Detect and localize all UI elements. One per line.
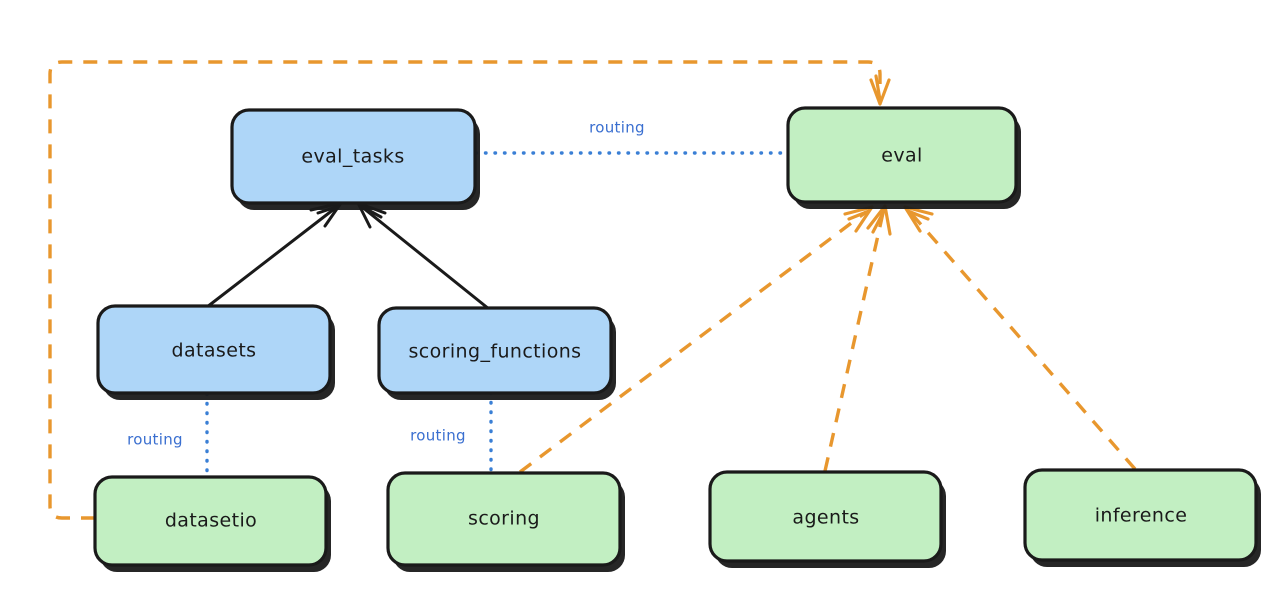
node-body-datasetio[interactable]: [93, 475, 328, 567]
edge-label-routing-scoring: routing: [410, 427, 466, 445]
edge-eval_tasks-eval: routing: [474, 119, 789, 155]
node-body-scoring_functions[interactable]: [377, 306, 613, 395]
node-scoring[interactable]: scoring: [386, 471, 625, 572]
node-layer: eval_tasks eval datasets scoring_functio…: [93, 106, 1261, 572]
arrowhead-agents-eval: [866, 204, 892, 236]
node-label-datasets: datasets: [172, 340, 257, 362]
node-label-agents: agents: [792, 507, 859, 529]
edge-datasets-eval_tasks: [205, 201, 343, 309]
arrowhead-datasetio-eval: [869, 74, 891, 106]
edge-datasetio-eval: [48, 60, 891, 520]
node-body-eval_tasks[interactable]: [230, 108, 477, 205]
node-body-eval[interactable]: [786, 106, 1018, 204]
edge-layer: routing routing routing: [48, 60, 1137, 520]
arrowhead-inference-eval: [903, 205, 934, 233]
node-eval_tasks[interactable]: eval_tasks: [230, 108, 480, 210]
node-eval[interactable]: eval: [786, 106, 1021, 209]
node-label-eval_tasks: eval_tasks: [301, 146, 404, 168]
node-body-datasets[interactable]: [96, 304, 332, 395]
node-body-agents[interactable]: [708, 470, 943, 563]
edge-scoring_functions-eval_tasks: [356, 201, 491, 311]
node-scoring_functions[interactable]: scoring_functions: [377, 306, 616, 400]
node-label-inference: inference: [1095, 505, 1188, 527]
node-label-scoring: scoring: [468, 508, 540, 530]
edge-agents-eval: [823, 204, 892, 472]
edge-label-routing-datasetio: routing: [127, 431, 183, 449]
node-body-inference[interactable]: [1023, 468, 1258, 562]
edge-inference-eval: [903, 205, 1137, 471]
node-inference[interactable]: inference: [1023, 468, 1261, 567]
node-datasets[interactable]: datasets: [96, 304, 335, 400]
node-body-scoring[interactable]: [386, 471, 622, 567]
node-label-scoring_functions: scoring_functions: [409, 341, 582, 363]
edge-datasets-datasetio: routing: [127, 392, 209, 478]
node-datasetio[interactable]: datasetio: [93, 475, 331, 572]
node-label-eval: eval: [881, 145, 922, 167]
edge-label-routing-eval: routing: [589, 119, 645, 137]
edge-scoring_functions-scoring: routing: [410, 391, 493, 474]
node-agents[interactable]: agents: [708, 470, 946, 568]
node-label-datasetio: datasetio: [165, 510, 257, 532]
